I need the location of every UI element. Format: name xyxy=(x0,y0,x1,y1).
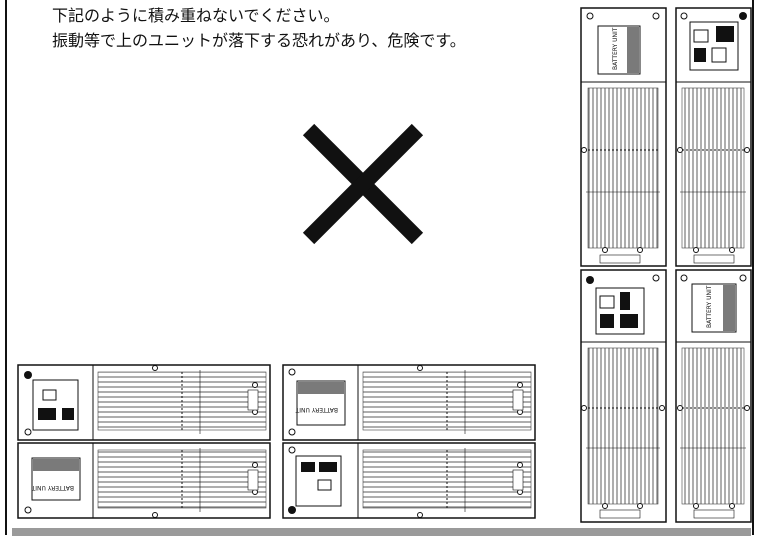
battery-unit-label-top-middle: BATTERY UNIT xyxy=(295,406,338,413)
horizontal-ups-unit-bottom-middle xyxy=(282,442,536,519)
vertical-ups-unit-bottom-left-column xyxy=(580,269,667,523)
vertical-ups-unit-top-right-column xyxy=(675,7,752,267)
left-frame-line xyxy=(5,0,7,535)
horizontal-battery-unit-bottom-left: BATTERY UNIT xyxy=(17,442,271,519)
horizontal-ups-unit-top-left xyxy=(17,364,271,441)
vertical-battery-unit-bottom-right-column: BATTERY UNIT xyxy=(675,269,752,523)
horizontal-battery-unit-top-middle: BATTERY UNIT xyxy=(282,364,536,441)
bottom-divider-bar xyxy=(12,528,751,536)
caption-line-1: 下記のように積み重ねないでください。 xyxy=(52,6,340,25)
battery-unit-label-vertical-right: BATTERY UNIT xyxy=(706,285,713,328)
caption-line-2: 振動等で上のユニットが落下する恐れがあり、危険です。 xyxy=(52,31,466,50)
battery-unit-label-bottom-left: BATTERY UNIT xyxy=(31,484,74,491)
vertical-battery-unit-top-left-column: BATTERY UNIT xyxy=(580,7,667,267)
warning-caption: 下記のように積み重ねないでください。 振動等で上のユニットが落下する恐れがあり、… xyxy=(52,3,466,53)
right-frame-line xyxy=(752,0,754,535)
battery-unit-label-vertical-left: BATTERY UNIT xyxy=(612,27,619,70)
